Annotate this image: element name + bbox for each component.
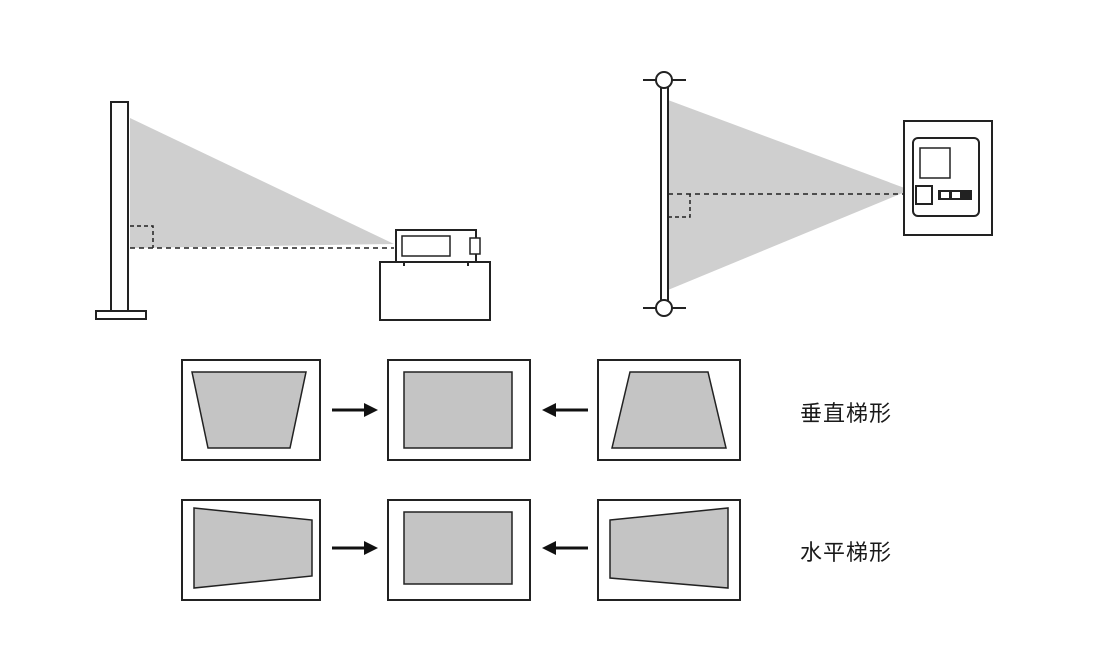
vertical-keystone-row <box>181 359 741 461</box>
horizontal-keystone-row <box>181 499 741 601</box>
top-view-setup <box>643 71 993 317</box>
side-beam <box>130 118 394 248</box>
vertical-distorted-top-wide <box>181 359 321 461</box>
arrow-icon <box>332 403 378 417</box>
side-table <box>379 261 491 321</box>
side-screen-base <box>95 310 147 320</box>
projector-top-icon <box>912 137 980 217</box>
side-offset-mark <box>130 225 154 248</box>
top-screen <box>660 79 669 309</box>
horizontal-keystone-label: 水平梯形 <box>800 541 893 566</box>
side-screen-post <box>110 101 129 313</box>
vertical-keystone-label: 垂直梯形 <box>800 402 893 427</box>
top-offset-mark <box>668 194 691 218</box>
arrow-icon <box>542 541 588 555</box>
vertical-corrected-image <box>387 359 531 461</box>
projector-side-icon <box>395 229 481 266</box>
horizontal-corrected-image <box>387 499 531 601</box>
top-beam <box>668 100 910 290</box>
side-view-setup <box>95 101 491 321</box>
top-screen-stand-bottom <box>643 299 686 317</box>
arrow-icon <box>332 541 378 555</box>
horizontal-distorted-left-tall <box>181 499 321 601</box>
vertical-distorted-bottom-wide <box>597 359 741 461</box>
arrow-icon <box>542 403 588 417</box>
top-screen-stand-top <box>643 71 686 89</box>
horizontal-distorted-right-tall <box>597 499 741 601</box>
